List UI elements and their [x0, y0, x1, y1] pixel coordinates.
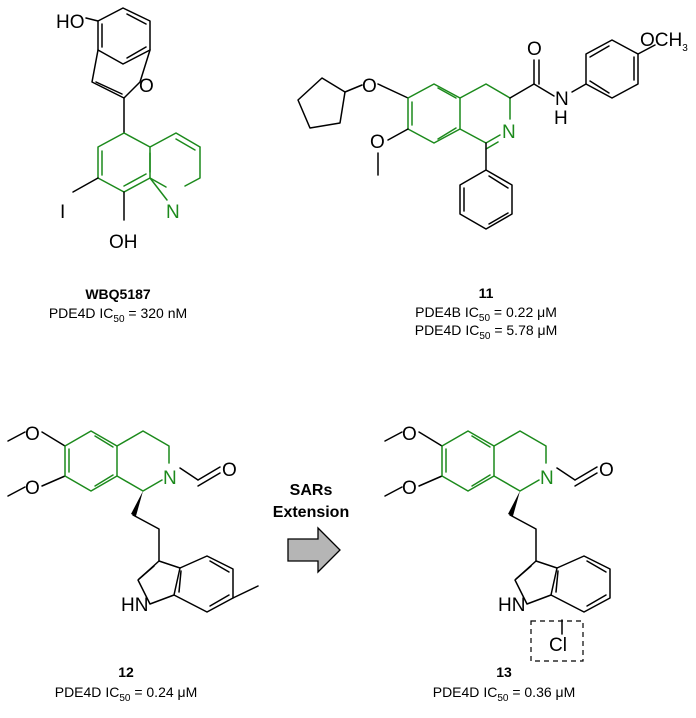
arrow-label-line-1: SARs [290, 482, 333, 499]
atom-o-formyl: O [599, 460, 614, 481]
compound-id-wbq5187: WBQ5187 [85, 286, 151, 302]
compound-id-12: 12 [118, 664, 134, 680]
atom-n-tiq: N [163, 468, 177, 489]
atom-o-methoxy-1: O [402, 424, 417, 445]
compound-id-13: 13 [496, 664, 512, 680]
atom-ho: HO [56, 12, 85, 33]
atom-o-methoxy: O [370, 132, 385, 153]
highlight-box-cl [530, 620, 584, 662]
atom-cl: Cl [549, 635, 567, 656]
atom-o-cyclopentyloxy: O [362, 76, 377, 97]
activity-wbq5187-pde4d: PDE4D IC50 = 320 nM [49, 305, 187, 325]
atom-o-methoxy-2: O [25, 478, 40, 499]
activity-13-pde4d: PDE4D IC50 = 0.36 μM [433, 684, 576, 704]
atom-o-methoxy-1: O [25, 424, 40, 445]
atom-n-quinoline: N [166, 202, 180, 223]
atom-n-amide: N [555, 89, 569, 110]
structure-compound-12: O O N O HN [7, 424, 259, 616]
atom-h-amide: H [554, 108, 568, 129]
atom-hn-indole: HN [121, 595, 148, 616]
arrow-label-line-2: Extension [273, 504, 349, 521]
atom-n-tiq: N [540, 468, 554, 489]
atom-hn-indole: HN [498, 595, 525, 616]
atom-och3: OCH3 [640, 30, 688, 54]
activity-12-pde4d: PDE4D IC50 = 0.24 μM [55, 684, 198, 704]
structure-compound-11: O O N O N H OCH3 [297, 30, 688, 230]
sar-extension-arrow: SARs Extension [273, 482, 349, 574]
atom-o-carbonyl: O [527, 39, 542, 60]
structure-wbq5187: HO O N I OH [56, 7, 201, 253]
arrow-shape [287, 526, 341, 574]
atom-oh: OH [109, 232, 138, 253]
atom-o-furan: O [139, 76, 154, 97]
atom-i: I [60, 202, 65, 223]
activity-11-pde4b: PDE4B IC50 = 0.22 μM [415, 304, 557, 324]
atom-n-isoquinoline: N [502, 122, 516, 143]
activity-11-pde4d: PDE4D IC50 = 5.78 μM [415, 322, 558, 342]
compound-id-11: 11 [479, 285, 494, 301]
structure-compound-13: O O N O HN Cl [384, 424, 614, 662]
atom-o-methoxy-2: O [402, 478, 417, 499]
atom-o-formyl: O [222, 460, 237, 481]
